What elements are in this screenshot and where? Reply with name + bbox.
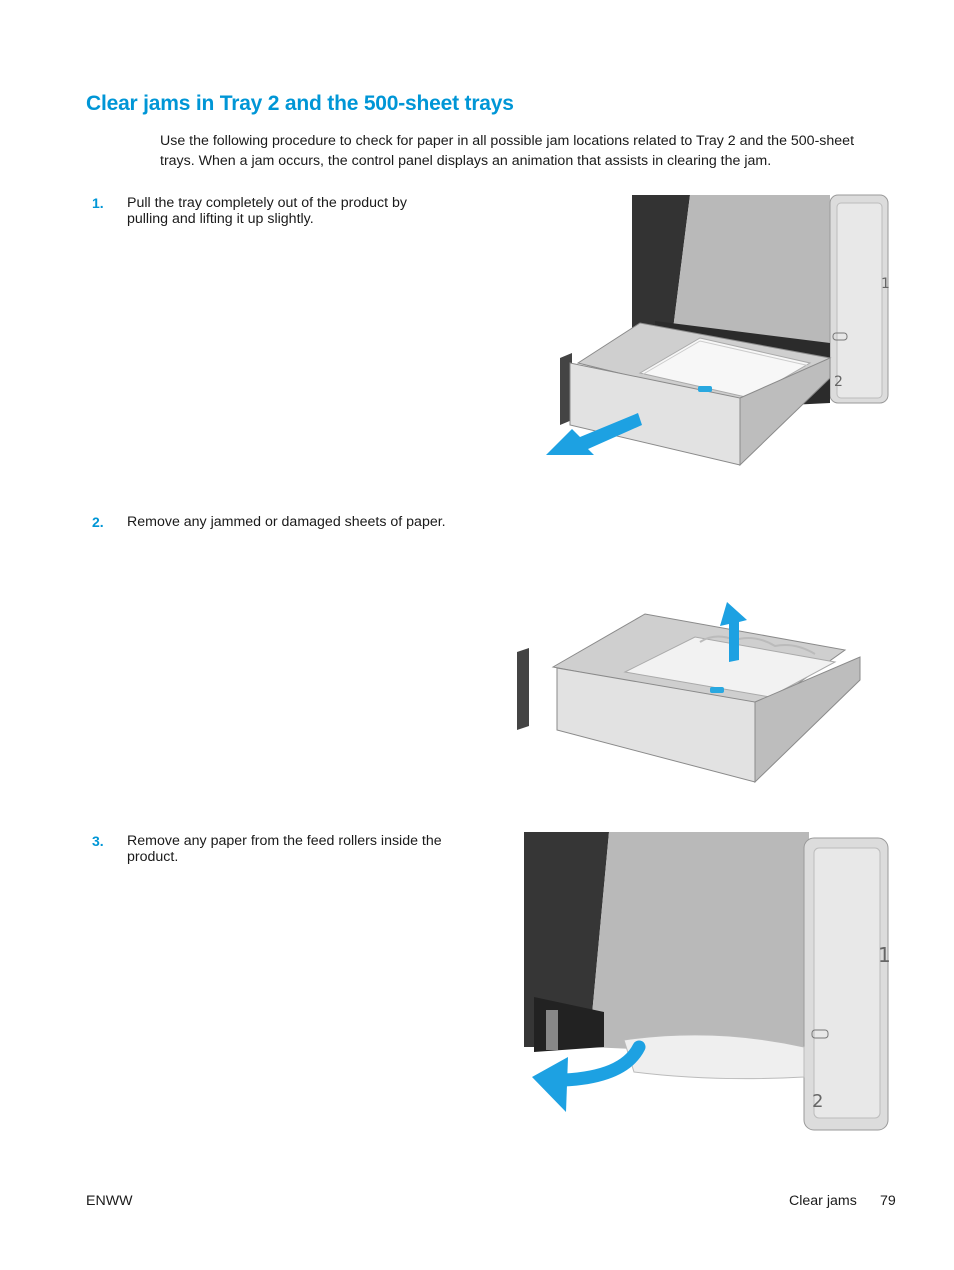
exposed-paper-path bbox=[623, 1034, 805, 1080]
printer-side-panel bbox=[589, 832, 809, 1057]
remove-paper-illustration bbox=[517, 602, 861, 784]
step-2-text: Remove any jammed or damaged sheets of p… bbox=[127, 514, 446, 530]
step-3-number: 3. bbox=[92, 833, 104, 849]
step-1-text: Pull the tray completely out of the prod… bbox=[127, 195, 407, 227]
printer-side-panel bbox=[670, 195, 830, 353]
pull-arrow-icon bbox=[546, 413, 642, 455]
footer-left: ENWW bbox=[86, 1193, 133, 1209]
step-2-number: 2. bbox=[92, 514, 104, 530]
tray-2-label: 2 bbox=[812, 1091, 823, 1112]
paper-stack bbox=[638, 337, 812, 399]
step-1-number: 1. bbox=[92, 195, 104, 211]
intro-paragraph: Use the following procedure to check for… bbox=[160, 133, 855, 169]
printer-front-dark-panel bbox=[524, 832, 609, 1047]
feed-rollers-illustration: 1 2 bbox=[524, 832, 891, 1131]
printer-front-dark-panel bbox=[632, 195, 690, 353]
lift-arrow-icon bbox=[720, 602, 747, 662]
tray-1-label: 1 bbox=[878, 943, 891, 967]
page-title: Clear jams in Tray 2 and the 500-sheet t… bbox=[86, 92, 514, 115]
rotate-arrow-path bbox=[557, 1040, 646, 1087]
tray-1-label: 1 bbox=[881, 276, 890, 292]
step-3-text: Remove any paper from the feed rollers i… bbox=[127, 833, 442, 865]
rotate-arrow-icon bbox=[532, 1057, 568, 1112]
tray-2-label: 2 bbox=[834, 374, 843, 390]
pull-tray-illustration: 1 2 bbox=[546, 194, 890, 467]
footer-section: Clear jams bbox=[789, 1193, 857, 1209]
footer-page-number: 79 bbox=[880, 1193, 896, 1209]
